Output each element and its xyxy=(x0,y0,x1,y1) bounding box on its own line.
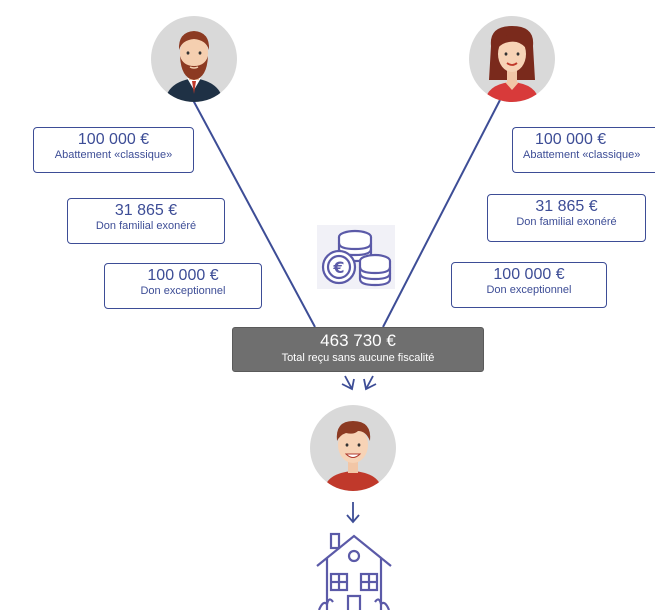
down-arrows-icon xyxy=(341,375,377,391)
gift-amount: 31 865 € xyxy=(114,202,178,219)
total-amount: 463 730 € xyxy=(320,331,396,350)
right-gift-exceptional: 100 000 € Don exceptionnel xyxy=(451,262,607,308)
total-label: Total reçu sans aucune fiscalité xyxy=(281,352,435,364)
gift-amount: 100 000 € xyxy=(77,131,150,148)
left-gift-family: 31 865 € Don familial exonéré xyxy=(67,198,225,244)
gift-amount: 31 865 € xyxy=(535,198,598,215)
father-connector xyxy=(192,99,316,328)
gift-label: Abattement «classique» xyxy=(54,149,173,161)
gift-amount: 100 000 € xyxy=(493,266,565,283)
house-icon xyxy=(316,532,392,610)
gift-label: Don exceptionnel xyxy=(486,284,572,296)
right-gift-classic: 100 000 € Abattement «classique» xyxy=(512,127,655,173)
child-avatar xyxy=(310,405,396,491)
svg-text:€: € xyxy=(332,258,344,277)
mother-connector xyxy=(382,99,501,328)
left-gift-exceptional: 100 000 € Don exceptionnel xyxy=(104,263,262,309)
arrow-down-icon xyxy=(346,502,360,524)
mother-avatar xyxy=(469,16,555,102)
gift-amount: 100 000 € xyxy=(535,131,607,148)
coins-icon: € xyxy=(317,225,395,289)
gift-label: Don exceptionnel xyxy=(140,285,226,297)
gift-label: Don familial exonéré xyxy=(95,220,197,232)
right-gift-family: 31 865 € Don familial exonéré xyxy=(487,194,646,242)
gift-amount: 100 000 € xyxy=(147,267,219,284)
left-gift-classic: 100 000 € Abattement «classique» xyxy=(33,127,194,173)
gift-label: Abattement «classique» xyxy=(523,149,641,161)
total-box: 463 730 € Total reçu sans aucune fiscali… xyxy=(232,327,484,372)
father-avatar xyxy=(151,16,237,102)
gift-label: Don familial exonéré xyxy=(516,216,617,228)
